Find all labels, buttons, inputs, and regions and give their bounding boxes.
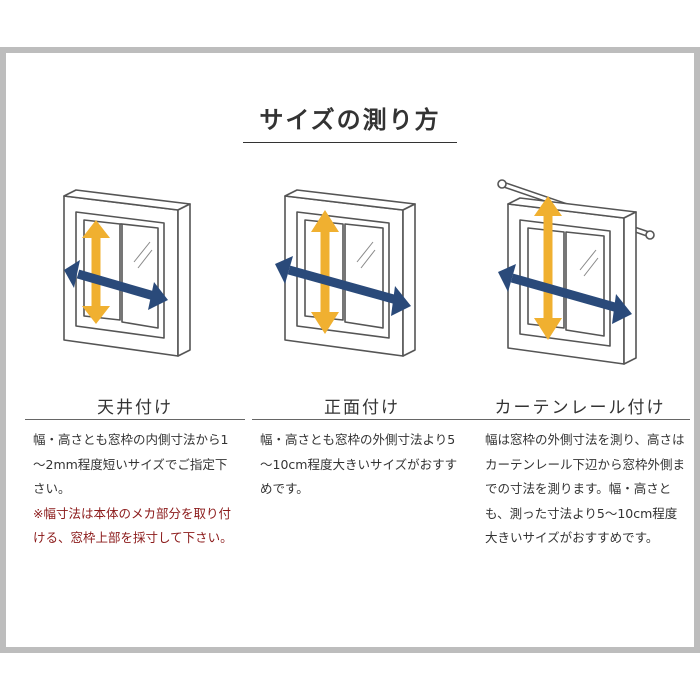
column-divider <box>252 419 472 420</box>
front-mount-illustration <box>267 170 487 370</box>
width-arrow <box>64 260 168 310</box>
column-description-front-mount: 幅・高さとも窓枠の外側寸法より5～10cm程度大きいサイズがおすすめです。 <box>260 428 460 502</box>
column-heading-front-mount: 正面付け <box>324 398 400 418</box>
ceiling-mount-illustration <box>50 170 270 370</box>
column-description-curtain-rail-mount: 幅は窓枠の外側寸法を測り、高さはカーテンレール下辺から窓枠外側までの寸法を測りま… <box>485 428 685 551</box>
width-measurement-note: ※幅寸法は本体のメカ部分を取り付ける、窓枠上部を採寸して下さい。 <box>33 505 233 546</box>
description-text: 幅・高さとも窓枠の外側寸法より5～10cm程度大きいサイズがおすすめです。 <box>260 432 458 496</box>
width-arrow <box>275 256 411 316</box>
column-heading-ceiling-mount: 天井付け <box>97 398 173 418</box>
height-arrow <box>534 196 562 340</box>
width-arrow <box>498 264 632 324</box>
page-title: サイズの測り方 <box>259 106 441 134</box>
column-divider <box>470 419 690 420</box>
column-description-ceiling-mount: 幅・高さとも窓枠の内側寸法から1～2mm程度短いサイズでご指定下さい。 ※幅寸法… <box>33 428 233 551</box>
description-text: 幅は窓枠の外側寸法を測り、高さはカーテンレール下辺から窓枠外側までの寸法を測りま… <box>485 432 686 545</box>
description-text: 幅・高さとも窓枠の内側寸法から1～2mm程度短いサイズでご指定下さい。 <box>33 432 229 496</box>
title-underline <box>243 142 457 143</box>
column-divider <box>25 419 245 420</box>
height-arrow <box>82 220 110 324</box>
curtain-rail-mount-illustration <box>488 170 700 370</box>
column-heading-curtain-rail-mount: カーテンレール付け <box>494 398 666 418</box>
height-arrow <box>311 210 339 334</box>
